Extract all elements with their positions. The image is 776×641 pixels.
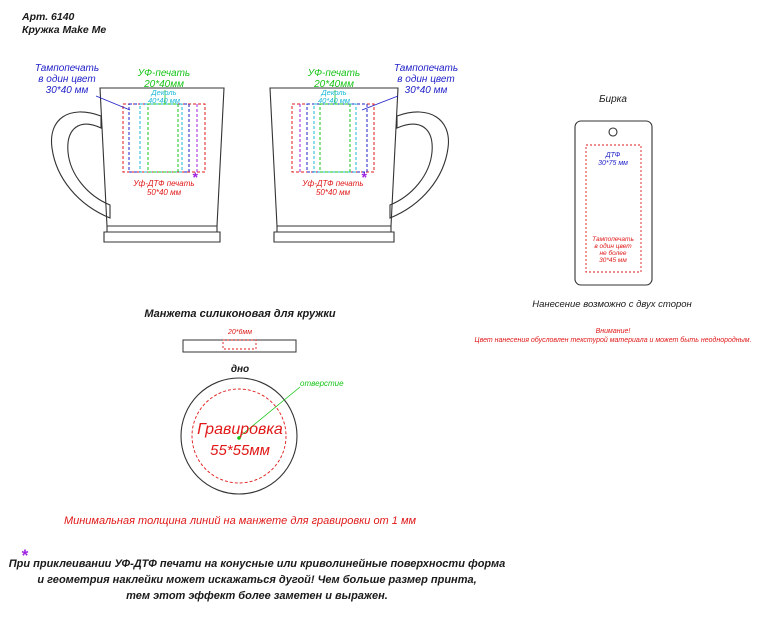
product-name: Кружка Make Me [22,24,107,36]
sleeve-title: Манжета силиконовая для кружки [144,308,336,320]
right-mug-print-areas [291,103,375,173]
right-pad-area [306,103,368,173]
left-mug-print-areas [122,103,206,173]
engraving-size-label: 55*55мм [210,442,270,459]
engraving-label: Гравировка [197,421,283,438]
right-mug-leaders [334,90,399,111]
left-mug-base [103,225,221,243]
color-warning: Внимание!Цвет нанесения обусловлен текст… [474,328,752,344]
article-number: Арт. 6140 [22,11,75,23]
hole-leader [238,386,301,438]
right-mug-body [269,87,399,227]
tag-hole [608,127,618,137]
left-pad-area [128,103,190,173]
tag-two-sides-note: Нанесение возможно с двух сторон [532,299,692,310]
footnote-star: * [21,546,28,565]
left-uv-area [147,103,179,173]
right-mug-handle [389,111,449,219]
left-star-mark: * [192,169,198,185]
hole-label: отверстие [300,379,344,388]
sleeve-size-label: 20*6мм [227,329,253,336]
left-mug-handle [50,111,111,219]
sleeve-engrave-area [222,339,257,350]
bottom-outline [180,377,298,495]
right-mug [269,87,449,243]
right-uv-area [319,103,351,173]
left-decal-area [139,103,183,173]
right-star-mark: * [361,169,367,185]
left-mug [50,87,225,243]
bottom-title: дно [230,364,250,375]
tag-outline [574,120,653,286]
right-dtf-area [291,103,375,173]
left-dtf-area [122,103,206,173]
tag-print-area [585,144,642,273]
min-line-note: Минимальная толщина линий на манжете для… [63,515,417,527]
footnote-text: При приклеивании УФ-ДТФ печати на конусн… [8,558,506,602]
bottom-hole [237,436,241,440]
bottom-engrave-area [191,388,287,484]
tag-title: Бирка [599,94,627,105]
right-mug-base [273,225,395,243]
sleeve-shape [182,339,297,353]
left-mug-leaders [95,90,166,111]
